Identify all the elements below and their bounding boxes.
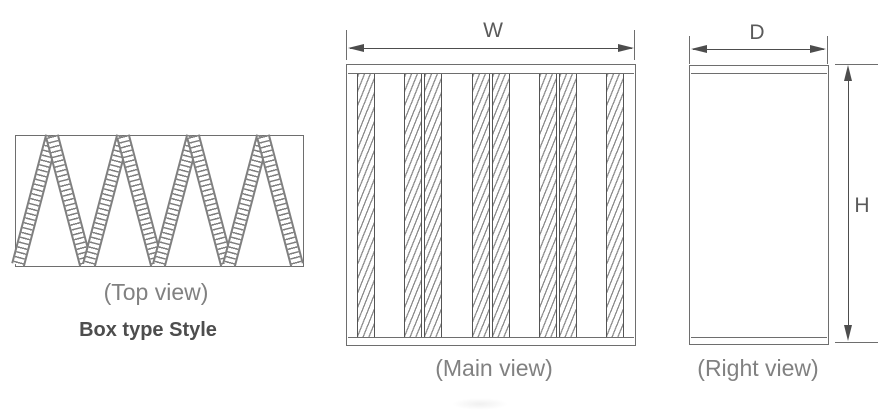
h-extension-line-top bbox=[835, 63, 878, 65]
filter-media-strip bbox=[472, 73, 490, 337]
d-arrowhead-right bbox=[810, 44, 826, 53]
d-dimension-line bbox=[693, 48, 824, 50]
h-extension-line-bottom bbox=[835, 341, 878, 343]
right-view-caption: (Right view) bbox=[697, 355, 819, 381]
depth-dimension-label: D bbox=[749, 21, 765, 44]
d-extension-line-left bbox=[689, 36, 691, 64]
width-dimension-label: W bbox=[483, 19, 503, 42]
main-view-bottom-rail bbox=[348, 337, 634, 339]
filter-media-strip bbox=[559, 73, 577, 337]
right-view-frame bbox=[689, 65, 829, 345]
w-arrowhead-left bbox=[348, 43, 364, 52]
h-dimension-line bbox=[847, 70, 849, 336]
filter-media-strip bbox=[606, 73, 624, 337]
filter-media-strip bbox=[424, 73, 442, 337]
filter-media-strip bbox=[492, 73, 510, 337]
d-arrowhead-left bbox=[691, 44, 707, 53]
top-view-caption: (Top view) bbox=[103, 279, 209, 305]
h-arrowhead-top bbox=[843, 65, 852, 81]
w-dimension-line bbox=[350, 47, 632, 49]
w-arrowhead-right bbox=[618, 43, 634, 52]
right-view-bottom-rail bbox=[691, 336, 827, 338]
right-view-top-rail bbox=[691, 73, 827, 75]
main-view-frame bbox=[346, 64, 636, 346]
filter-media-strip bbox=[539, 73, 557, 337]
box-type-style-label: Box type Style bbox=[79, 319, 217, 341]
h-arrowhead-bottom bbox=[843, 325, 852, 341]
height-dimension-label: H bbox=[854, 194, 870, 217]
main-view-top-rail bbox=[348, 72, 634, 74]
faint-watermark-artifact bbox=[452, 398, 508, 410]
main-view-caption: (Main view) bbox=[435, 355, 553, 381]
filter-media-strip bbox=[404, 73, 422, 337]
filter-media-strip bbox=[357, 73, 375, 337]
w-extension-line-right bbox=[634, 30, 636, 60]
d-extension-line-right bbox=[827, 36, 829, 64]
w-extension-line-left bbox=[346, 30, 348, 60]
